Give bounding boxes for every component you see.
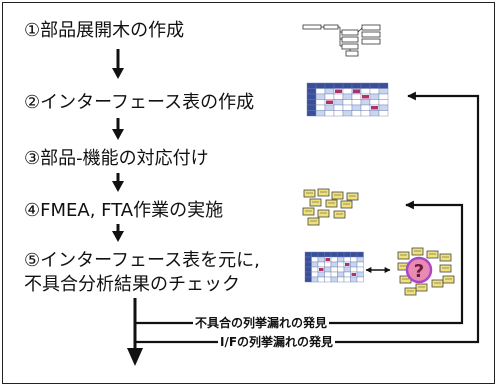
- step-3-label: ③部品-機能の対応付け: [24, 148, 209, 169]
- interface-table-icon: [306, 82, 389, 117]
- feedback-note-failure-omission: 不具合の列挙漏れの発見: [193, 316, 330, 330]
- step-1-label: ①部品展開木の作成: [24, 20, 185, 41]
- flow-arrow-1-2: [112, 49, 124, 79]
- fmea-fta-notes-icon: [302, 188, 359, 226]
- step-4-label: ④FMEA, FTA作業の実施: [24, 200, 224, 221]
- feedback-arrow-to-step-2: [135, 91, 480, 344]
- feedback-loops: [135, 91, 480, 344]
- feedback-note-if-omission: I/Fの列挙漏れの発見: [218, 335, 336, 349]
- flow-arrow-3-4: [112, 173, 124, 192]
- question-mark-icon: ?: [405, 256, 433, 284]
- step-5-label-line1: ⑤インターフェース表を元に,: [24, 250, 260, 271]
- flow-arrow-exit: [127, 298, 143, 366]
- step-2-label: ②インターフェース表の作成: [24, 92, 255, 113]
- flow-arrow-4-5: [112, 224, 124, 242]
- parts-tree-icon: [302, 24, 381, 57]
- svg-text:?: ?: [414, 261, 424, 282]
- checked-notes-icon: [397, 247, 455, 296]
- interface-table-icon-step5: [304, 251, 364, 283]
- flow-arrows: [112, 49, 143, 366]
- step-5-label-line2: 不具合分析結果のチェック: [24, 274, 240, 295]
- flow-arrow-2-3: [112, 118, 124, 140]
